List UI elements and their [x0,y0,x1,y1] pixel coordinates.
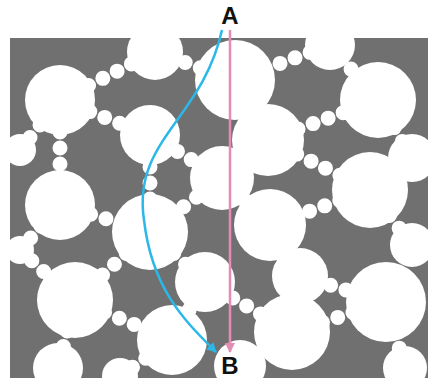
point-label: B [219,354,240,378]
point-letter: B [221,354,238,378]
point-label: A [219,4,240,28]
point-letter: A [221,4,238,28]
flow-path [143,30,222,352]
pore-throats [20,45,412,376]
pore-bodies [4,20,430,383]
flow-path [229,30,232,352]
solid-matrix [10,38,428,378]
